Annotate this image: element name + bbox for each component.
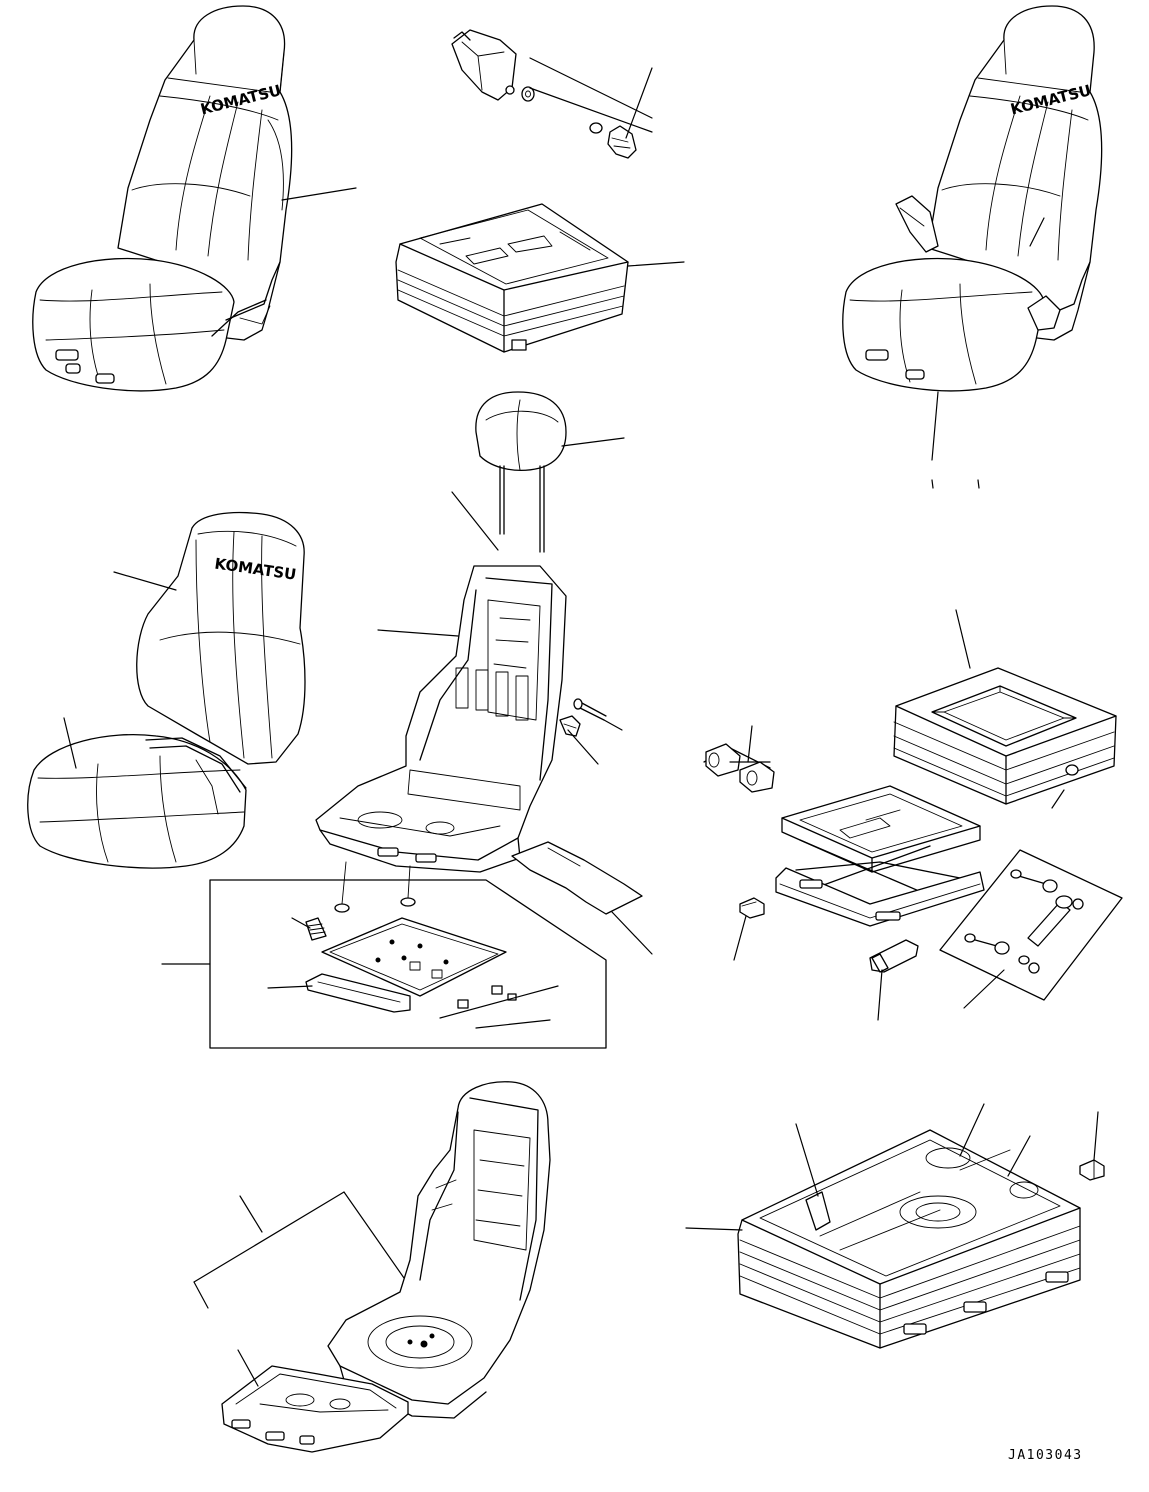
seat-assembly-front: KOMATSU (33, 6, 292, 391)
bare-frame-assembly (328, 1082, 550, 1418)
seat-assembly-with-belt: KOMATSU (843, 6, 1102, 391)
slide-rail-plate-kit (210, 862, 606, 1048)
bellows-cover (894, 668, 1116, 804)
headrest (476, 392, 566, 552)
switch-connector-kit (704, 744, 774, 792)
suspension-mechanism (776, 786, 984, 926)
clip (560, 716, 580, 736)
backrest-cushion: KOMATSU (137, 513, 305, 764)
suspension-unit (396, 204, 628, 352)
connector-plug (740, 898, 764, 918)
seat-cushion (28, 735, 246, 868)
leader-lines (64, 58, 1098, 1386)
base-plate (222, 1366, 408, 1452)
suspension-assembly-lower (738, 1130, 1104, 1348)
cover-plate (512, 842, 642, 914)
bolt (574, 699, 606, 720)
seat-frame (316, 566, 566, 872)
drawing-id-label: JA103043 (1008, 1448, 1083, 1463)
lever-knob (870, 940, 918, 972)
damper-kit (940, 850, 1122, 1000)
seat-belt-buckle (452, 30, 636, 158)
